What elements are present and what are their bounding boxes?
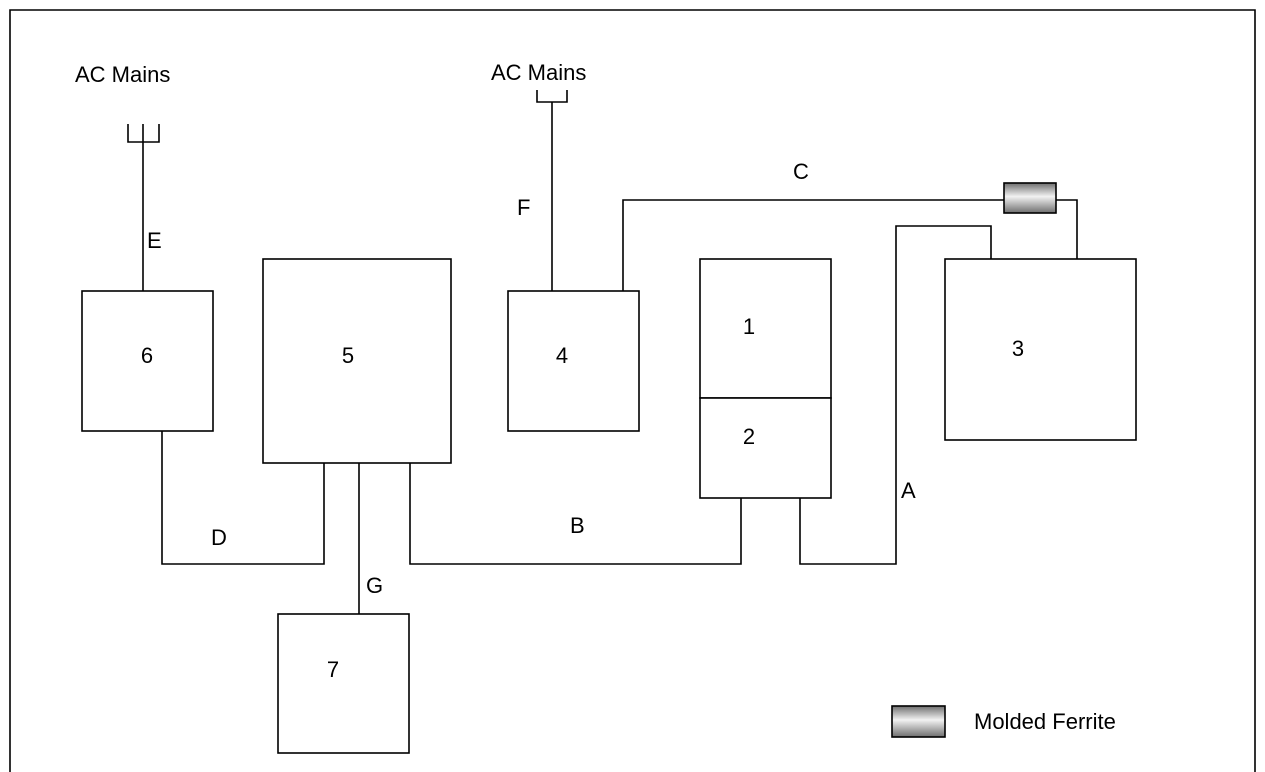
cable-d xyxy=(161,431,325,565)
right-mains-label: AC Mains xyxy=(491,60,586,85)
cable-label-f: F xyxy=(517,195,530,220)
box-5-label: 5 xyxy=(342,343,354,368)
molded-ferrite-icon xyxy=(1003,182,1057,214)
diagram-frame xyxy=(9,9,1256,772)
cable-label-b: B xyxy=(570,513,585,538)
cable-label-a: A xyxy=(901,478,916,503)
box-5 xyxy=(262,258,452,464)
box-6-label: 6 xyxy=(141,343,153,368)
cable-b xyxy=(409,463,742,565)
box-7-label: 7 xyxy=(327,657,339,682)
box-7 xyxy=(277,613,410,754)
box-6 xyxy=(81,290,214,432)
cable-c-end xyxy=(1056,199,1078,259)
cable-label-d: D xyxy=(211,525,227,550)
legend: Molded Ferrite xyxy=(891,705,1116,738)
cable-label-c: C xyxy=(793,159,809,184)
box-2-label: 2 xyxy=(743,424,755,449)
cable-label-g: G xyxy=(366,573,383,598)
box-3 xyxy=(944,258,1137,441)
legend-label: Molded Ferrite xyxy=(974,709,1116,734)
left-mains-plug-icon xyxy=(127,124,160,143)
cable-label-e: E xyxy=(147,228,162,253)
box-1-label: 1 xyxy=(743,314,755,339)
box-2 xyxy=(699,397,832,499)
box-1 xyxy=(699,258,832,399)
box-4-label: 4 xyxy=(556,343,568,368)
box-3-label: 3 xyxy=(1012,336,1024,361)
box-4 xyxy=(507,290,640,432)
cable-c xyxy=(622,199,1004,291)
cable-a xyxy=(799,225,992,565)
right-mains-plug-icon xyxy=(536,90,568,103)
left-mains-label: AC Mains xyxy=(75,62,170,87)
legend-ferrite-icon xyxy=(891,705,946,738)
